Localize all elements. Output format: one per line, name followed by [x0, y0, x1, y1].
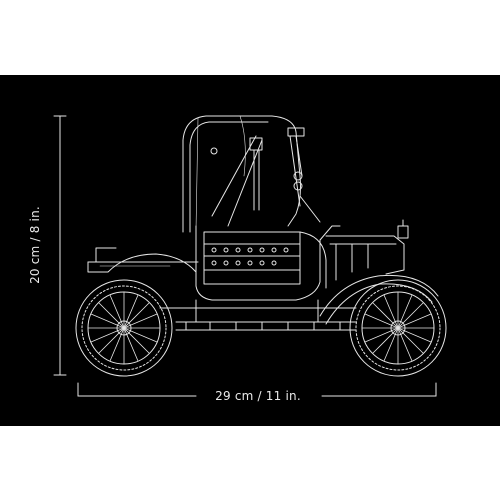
chassis: [159, 299, 357, 323]
car-body: [195, 225, 341, 301]
front-wheel: [349, 279, 447, 377]
rear-fender: [87, 247, 199, 273]
roof-straps: [211, 127, 321, 227]
height-dimension-line: [53, 115, 67, 376]
width-dimension-line: [77, 382, 437, 397]
hood: [325, 219, 409, 281]
rear-wheel: [75, 279, 173, 377]
diagram-background: [0, 75, 500, 426]
height-dimension-label: 20 cm / 8 in.: [28, 206, 42, 284]
width-dimension-label: 29 cm / 11 in.: [215, 389, 301, 403]
running-board: [175, 321, 357, 331]
canopy: [182, 115, 301, 233]
